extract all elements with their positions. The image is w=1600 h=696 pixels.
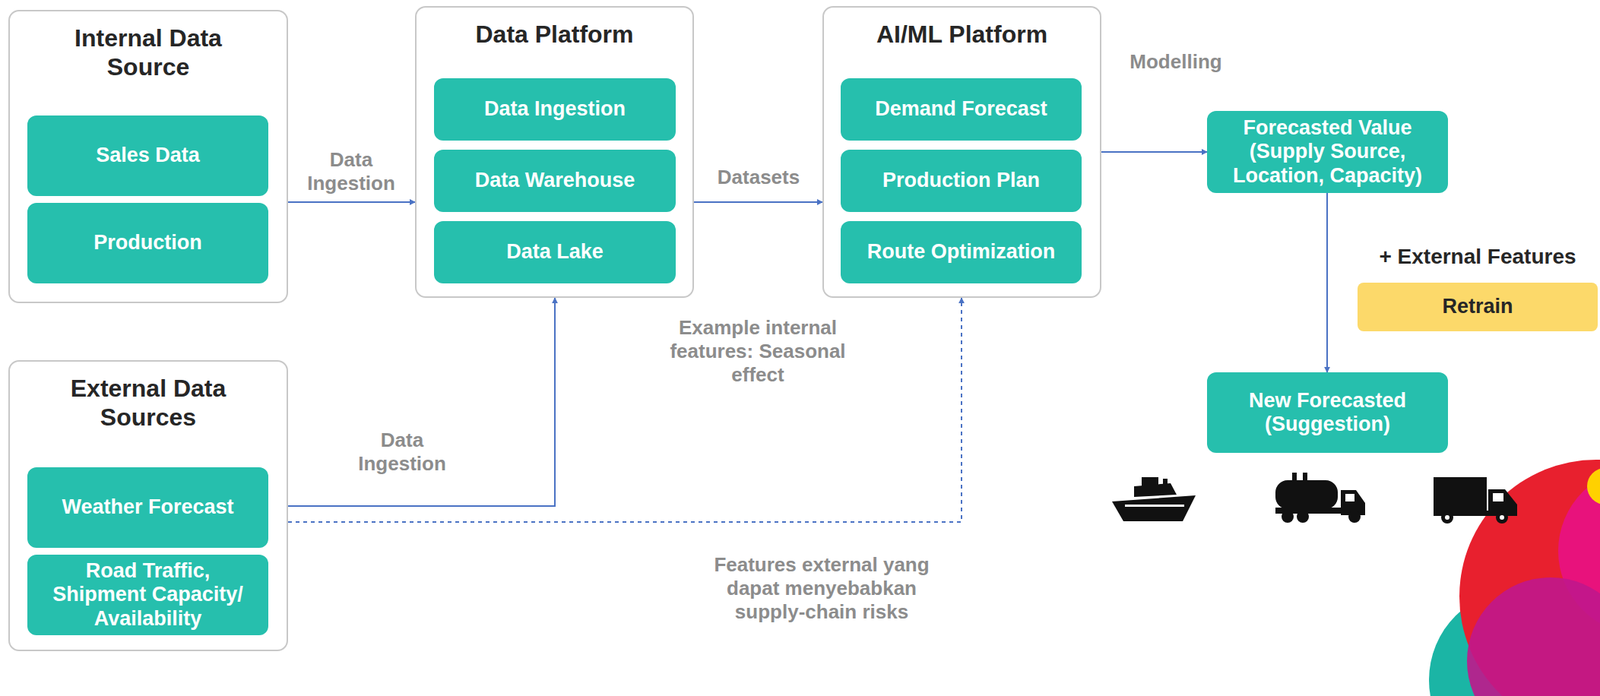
tanker-ladder [1302,472,1308,482]
box-label: New Forecasted (Suggestion) [1220,389,1435,437]
truck-icon [1433,477,1518,524]
edge-label: Features external yang dapat menyebabkan… [703,553,940,625]
box-label: Production Plan [882,168,1040,193]
yellow-circle [1587,468,1600,505]
connector [288,297,555,507]
action-box: + External FeaturesRetrain [1357,282,1598,332]
connector [1101,151,1208,153]
process-box: Production Plan [840,149,1082,213]
process-box: Weather Forecast [27,467,269,549]
tanker-truck-icon [1275,472,1366,523]
edge-label: Modelling [1107,50,1245,74]
group-title: AI/ML Platform [823,7,1100,49]
wheel [1348,510,1361,523]
wheel-hub [1499,515,1505,520]
process-box: Data Ingestion [434,78,676,141]
connector [1326,193,1328,373]
ship-hull [1112,495,1196,522]
box-label: Sales Data [95,143,200,168]
note-label: Example internal features: Seasonal effe… [659,316,857,388]
process-box: New Forecasted (Suggestion) [1207,372,1448,454]
connector [693,201,823,203]
ship-stripe [1124,504,1185,507]
box-label: Road Traffic, Shipment Capacity/ Availab… [41,559,255,631]
box-label: Data Lake [506,240,604,264]
box-label: Production [93,231,203,255]
process-box: Route Optimization [840,221,1082,284]
group-panel: External Data SourcesWeather ForecastRoa… [8,360,289,652]
connector [288,297,962,523]
edge-label: Data Ingestion [348,428,456,476]
box-label: Weather Forecast [61,495,234,520]
ship-icon [1112,477,1196,522]
wheel [1441,511,1454,524]
process-box: Demand Forecast [840,78,1082,141]
process-box: Road Traffic, Shipment Capacity/ Availab… [27,554,269,636]
group-title: Data Platform [416,7,693,49]
box-label: Forecasted Value (Supply Source, Locatio… [1220,116,1435,187]
wheel [1495,511,1509,524]
box-heading: + External Features [1327,244,1600,270]
group-title: External Data Sources [9,361,287,433]
group-panel: AI/ML PlatformDemand ForecastProduction … [822,6,1102,298]
box-label: Data Warehouse [475,168,636,193]
truck-window [1492,493,1504,502]
tanker-window [1345,494,1355,502]
edge-label: Data Ingestion [297,148,405,196]
magenta-circle [1466,577,1600,696]
box-label: Demand Forecast [874,97,1048,121]
process-box: Forecasted Value (Supply Source, Locatio… [1207,110,1448,194]
ship-bridge [1141,477,1159,487]
wheel [1281,510,1294,523]
box-label: Data Ingestion [484,97,626,121]
process-box: Data Warehouse [434,149,676,213]
process-box: Sales Data [27,115,269,197]
edge-label: Datasets [697,165,820,190]
box-label: Route Optimization [867,240,1056,264]
tanker-tank [1275,480,1338,510]
process-box: Data Lake [434,221,676,284]
connector [288,201,416,203]
corner-circles [1428,459,1600,696]
tanker-ladder [1292,472,1297,482]
group-title: Internal Data Source [9,11,287,83]
process-box: Production [27,202,269,284]
group-panel: Internal Data SourceSales DataProduction [8,9,289,304]
wheel-hub [1444,515,1450,520]
wheel [1296,510,1309,523]
truck-box [1433,477,1487,511]
group-panel: Data PlatformData IngestionData Warehous… [415,6,694,298]
ship-funnel [1162,478,1168,485]
box-label: Retrain [1441,294,1513,319]
